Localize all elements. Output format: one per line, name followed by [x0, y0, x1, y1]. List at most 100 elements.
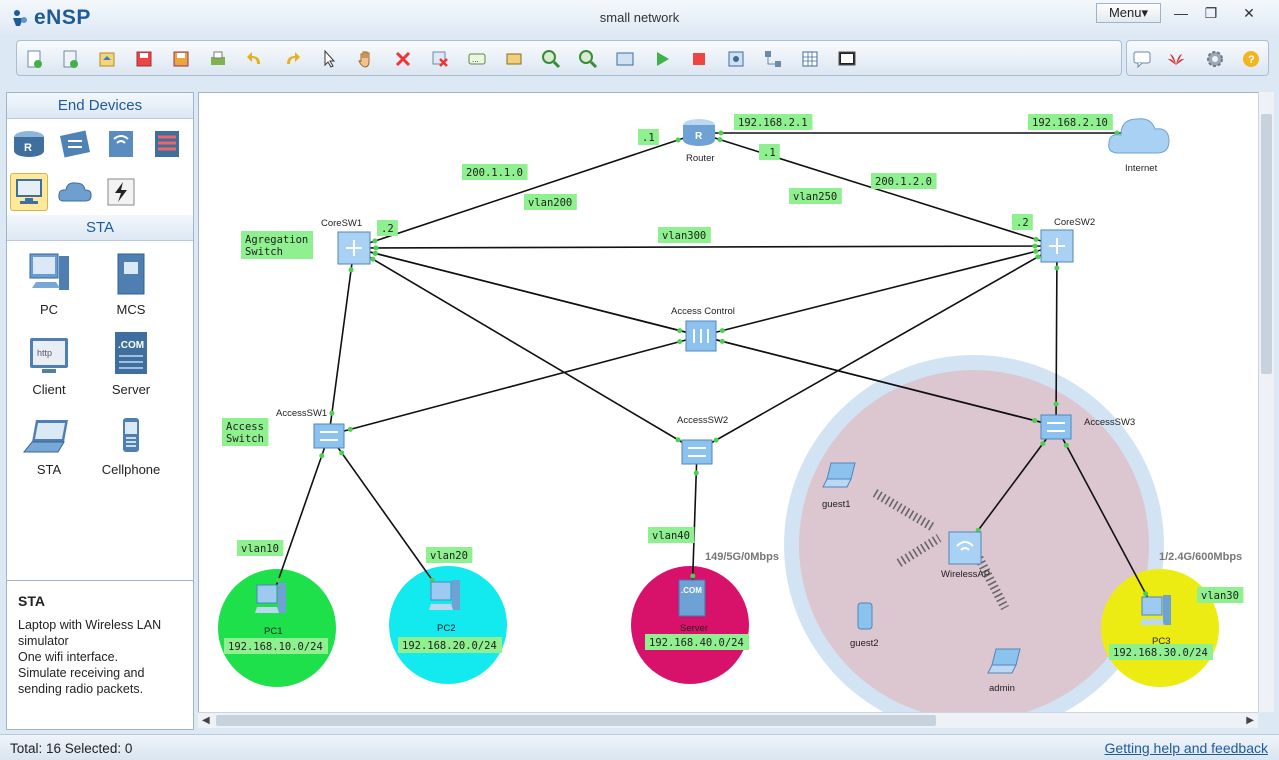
- chat-icon[interactable]: [1131, 48, 1153, 70]
- pc1-node[interactable]: [255, 583, 286, 613]
- switch-category-icon[interactable]: [56, 125, 94, 163]
- router-category-icon[interactable]: R: [10, 125, 48, 163]
- save-as-icon[interactable]: [170, 48, 192, 70]
- server-node[interactable]: .COM: [678, 579, 706, 617]
- start-all-icon[interactable]: [651, 48, 673, 70]
- wireless-category-icon[interactable]: [102, 125, 140, 163]
- delete-link-icon[interactable]: [429, 48, 451, 70]
- link-line[interactable]: [1055, 425, 1157, 614]
- redo-icon[interactable]: [281, 48, 303, 70]
- end-devices-header[interactable]: End Devices: [7, 93, 193, 119]
- coresw1-node[interactable]: [337, 231, 371, 265]
- topology-icon[interactable]: [762, 48, 784, 70]
- sta-device-pc[interactable]: PC: [9, 248, 89, 324]
- coresw2-node[interactable]: [1040, 229, 1074, 263]
- settings-gear-icon[interactable]: [1204, 48, 1226, 70]
- print-icon[interactable]: [207, 48, 229, 70]
- huawei-logo-icon[interactable]: [1165, 48, 1187, 70]
- access-control-label: Access Control: [671, 306, 735, 317]
- undo-icon[interactable]: [244, 48, 266, 70]
- firewall-category-icon[interactable]: [148, 125, 186, 163]
- help-feedback-link[interactable]: Getting help and feedback: [1104, 740, 1268, 756]
- stop-all-icon[interactable]: [688, 48, 710, 70]
- link-line[interactable]: [964, 425, 1057, 549]
- help-icon[interactable]: ?: [1240, 48, 1262, 70]
- sta-device-label: PC: [39, 302, 59, 317]
- sta-device-server[interactable]: .COM Server: [91, 328, 171, 404]
- switch-icon: [313, 423, 345, 449]
- vertical-scroll-thumb[interactable]: [1261, 114, 1272, 374]
- sta-device-client[interactable]: http Client: [9, 328, 89, 404]
- wireless-ap-node[interactable]: [948, 531, 982, 565]
- select-pointer-icon[interactable]: [318, 48, 340, 70]
- save-icon[interactable]: [133, 48, 155, 70]
- subnet-label: 192.168.20.0/24: [402, 640, 497, 652]
- coresw1-label: CoreSW1: [321, 218, 362, 229]
- sta-device-sta[interactable]: STA: [9, 408, 89, 484]
- close-button[interactable]: ✕: [1243, 4, 1255, 21]
- port-status-dot: [677, 339, 683, 345]
- pc3-node[interactable]: [1140, 595, 1171, 625]
- wireless-ap-icon: [956, 541, 974, 551]
- accesssw3-node[interactable]: [1040, 414, 1072, 440]
- horizontal-scrollbar[interactable]: ◀ ▶: [198, 712, 1258, 728]
- open-icon[interactable]: [96, 48, 118, 70]
- laptop-icon: [826, 462, 856, 480]
- pc2-node[interactable]: [429, 580, 460, 610]
- link-line[interactable]: [353, 245, 1058, 249]
- sta-header[interactable]: STA: [7, 215, 193, 241]
- vertical-scrollbar[interactable]: [1258, 92, 1274, 712]
- restore-button[interactable]: ❐: [1204, 4, 1218, 21]
- sta-device-cellphone[interactable]: Cellphone: [91, 408, 171, 484]
- wifi-signal-icon: [896, 534, 942, 567]
- delete-icon[interactable]: [392, 48, 414, 70]
- menu-button[interactable]: Menu▾: [1096, 3, 1161, 23]
- auto-link-category-icon[interactable]: [102, 173, 140, 211]
- link-line[interactable]: [700, 335, 1057, 427]
- zoom-in-icon[interactable]: [540, 48, 562, 70]
- guest1-node[interactable]: [822, 462, 856, 488]
- link-line[interactable]: [698, 132, 1058, 247]
- accesssw1-node[interactable]: [313, 423, 345, 449]
- admin-node[interactable]: [987, 648, 1021, 674]
- router-node[interactable]: R: [683, 119, 715, 146]
- guest2-node[interactable]: [857, 602, 873, 630]
- link-line[interactable]: [700, 245, 1058, 337]
- pan-hand-icon[interactable]: [355, 48, 377, 70]
- link-line[interactable]: [353, 247, 698, 452]
- text-note-icon[interactable]: ...: [466, 48, 488, 70]
- link-line[interactable]: [328, 335, 702, 436]
- sta-device-label: STA: [36, 462, 62, 477]
- sta-device-mcs[interactable]: MCS: [91, 248, 171, 324]
- internet-cloud[interactable]: [1108, 118, 1170, 154]
- new-topology-icon[interactable]: [23, 48, 45, 70]
- link-line[interactable]: [353, 132, 700, 249]
- zoom-out-icon[interactable]: [577, 48, 599, 70]
- link-line[interactable]: [328, 434, 446, 599]
- accesssw2-node[interactable]: [681, 439, 713, 465]
- minimize-button[interactable]: —: [1174, 5, 1188, 21]
- rectangle-icon[interactable]: [503, 48, 525, 70]
- pc-category-icon[interactable]: [10, 173, 48, 211]
- scroll-left-arrow[interactable]: ◀: [202, 715, 210, 726]
- horizontal-scroll-thumb[interactable]: [216, 715, 936, 726]
- scroll-right-arrow[interactable]: ▶: [1246, 715, 1254, 726]
- link-line[interactable]: [1055, 245, 1058, 427]
- network-label: 200.1.1.0: [466, 167, 523, 179]
- cloud-category-icon[interactable]: [56, 173, 94, 211]
- link-line[interactable]: [328, 247, 355, 436]
- fit-view-icon[interactable]: [614, 48, 636, 70]
- access-control-node[interactable]: [685, 320, 717, 352]
- console-icon[interactable]: [836, 48, 858, 70]
- ip-label: .1: [642, 132, 655, 144]
- vlan-label: vlan10: [241, 543, 279, 555]
- link-line[interactable]: [691, 450, 698, 599]
- new-template-icon[interactable]: [59, 48, 81, 70]
- capture-icon[interactable]: [725, 48, 747, 70]
- vlan-label: vlan40: [652, 530, 690, 542]
- link-line[interactable]: [270, 434, 330, 602]
- grid-icon[interactable]: [799, 48, 821, 70]
- link-line[interactable]: [696, 245, 1058, 452]
